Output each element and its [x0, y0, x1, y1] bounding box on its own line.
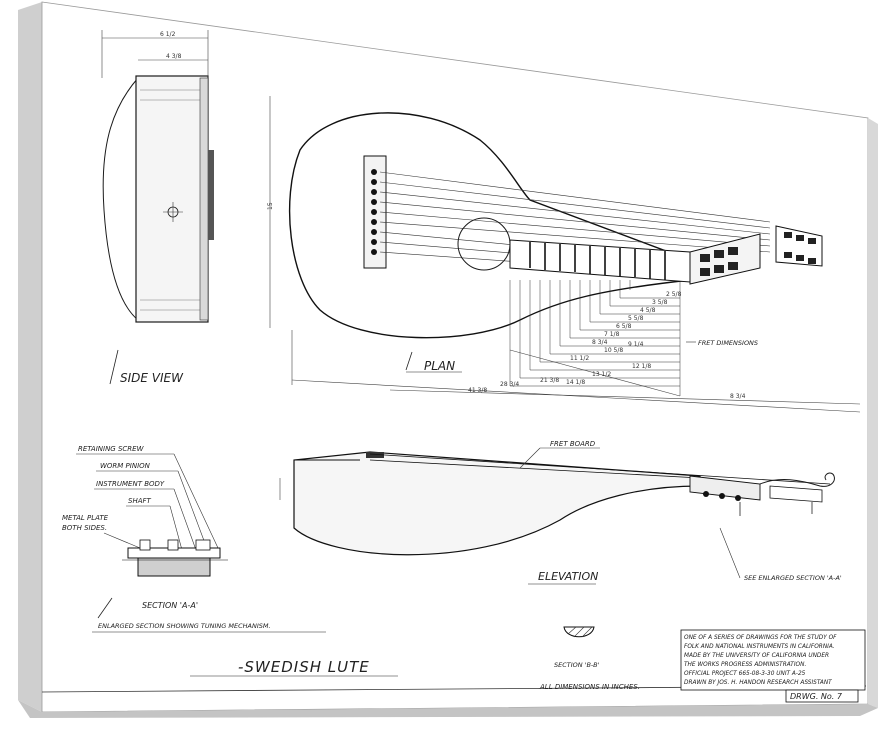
- fret-dim: 12 1/8: [632, 363, 651, 370]
- all-dimensions-note: ALL DIMENSIONS IN INCHES.: [539, 683, 640, 691]
- label-instrument-body: INSTRUMENT BODY: [96, 480, 165, 488]
- drawing-number: DRWG. No. 7: [790, 692, 843, 701]
- plan-tail-dim: 8 3/4: [730, 393, 746, 400]
- fret-board-callout: FRET BOARD: [550, 440, 596, 448]
- note-line: THE WORKS PROGRESS ADMINISTRATION.: [684, 662, 806, 668]
- fret-dim: 4 5/8: [640, 307, 656, 314]
- fret-dim: 2 5/8: [666, 291, 682, 298]
- elevation-view: FRET BOARD SEE ENLARGED SECTION 'A-A' EL…: [279, 440, 842, 585]
- canvas-left-edge: [18, 2, 42, 712]
- section-aa-label: SECTION 'A-A': [142, 601, 198, 610]
- note-line: FOLK AND NATIONAL INSTRUMENTS IN CALIFOR…: [684, 644, 835, 650]
- side-view-label: SIDE VIEW: [120, 371, 184, 385]
- fret-dim: 6 5/8: [616, 323, 632, 330]
- label-both-sides: BOTH SIDES.: [62, 524, 107, 532]
- fret-dim: 10 5/8: [604, 347, 623, 354]
- canvas-bottom-shadow: [18, 700, 878, 718]
- plan-bridge-dim: 21 3/8: [540, 377, 559, 384]
- fret-dimension-labels: 2 5/8 3 5/8 4 5/8 5 5/8 6 5/8 7 1/8 8 3/…: [566, 291, 682, 386]
- fret-dim: 8 3/4: [592, 339, 608, 346]
- mechanism-labels: RETAINING SCREW WORM PINION INSTRUMENT B…: [62, 445, 178, 532]
- canvas-right-edge: [868, 118, 878, 708]
- fret-dim: 11 1/2: [570, 355, 589, 362]
- label-worm-pinion: WORM PINION: [100, 462, 151, 470]
- elevation-label: ELEVATION: [538, 570, 598, 583]
- section-aa-caption: ENLARGED SECTION SHOWING TUNING MECHANIS…: [98, 622, 271, 630]
- fret-dim: 5 5/8: [628, 315, 644, 322]
- section-bb-label: SECTION 'B-B': [554, 661, 600, 669]
- plan-height-dim: 15: [267, 202, 274, 210]
- fret-dimensions-callout: FRET DIMENSIONS: [698, 339, 758, 347]
- fret-dim: 3 5/8: [652, 299, 668, 306]
- plan-body-dim: 28 3/4: [500, 381, 519, 388]
- plan-label: PLAN: [424, 359, 455, 373]
- section-bb: SECTION 'B-B': [554, 626, 600, 669]
- notes-block: ONE OF A SERIES OF DRAWINGS FOR THE STUD…: [680, 629, 866, 691]
- fret-dim: 13 1/2: [592, 371, 611, 378]
- fret-dim: 14 1/8: [566, 379, 585, 386]
- note-line: ONE OF A SERIES OF DRAWINGS FOR THE STUD…: [684, 635, 837, 641]
- plan-view: 15 41 3/8 28 3/4 21 3/8 8 3/4 2 5/8 3 5/…: [267, 96, 861, 413]
- fret-dim: 9 1/4: [628, 341, 644, 348]
- drawing-title: -SWEDISH LUTE: [238, 658, 370, 676]
- section-aa: RETAINING SCREW WORM PINION INSTRUMENT B…: [62, 445, 326, 633]
- side-inner-dim: 4 3/8: [166, 53, 182, 60]
- fret-dim: 7 1/8: [604, 331, 620, 338]
- label-retaining-screw: RETAINING SCREW: [78, 445, 145, 453]
- see-enlarged-callout: SEE ENLARGED SECTION 'A-A': [744, 574, 842, 582]
- side-view: 6 1/2 4 3/8 SIDE VIEW: [101, 30, 214, 385]
- label-metal-plate: METAL PLATE: [62, 514, 109, 522]
- plan-overall-dim: 41 3/8: [468, 387, 487, 394]
- side-width-dim: 6 1/2: [160, 31, 176, 38]
- note-line: MADE BY THE UNIVERSITY OF CALIFORNIA UND…: [684, 653, 829, 659]
- note-line: OFFICIAL PROJECT 665-08-3-30 UNIT A-25: [684, 671, 806, 677]
- note-line: DRAWN BY JOS. H. HANDON RESEARCH ASSISTA…: [684, 680, 832, 686]
- label-shaft: SHAFT: [128, 497, 152, 505]
